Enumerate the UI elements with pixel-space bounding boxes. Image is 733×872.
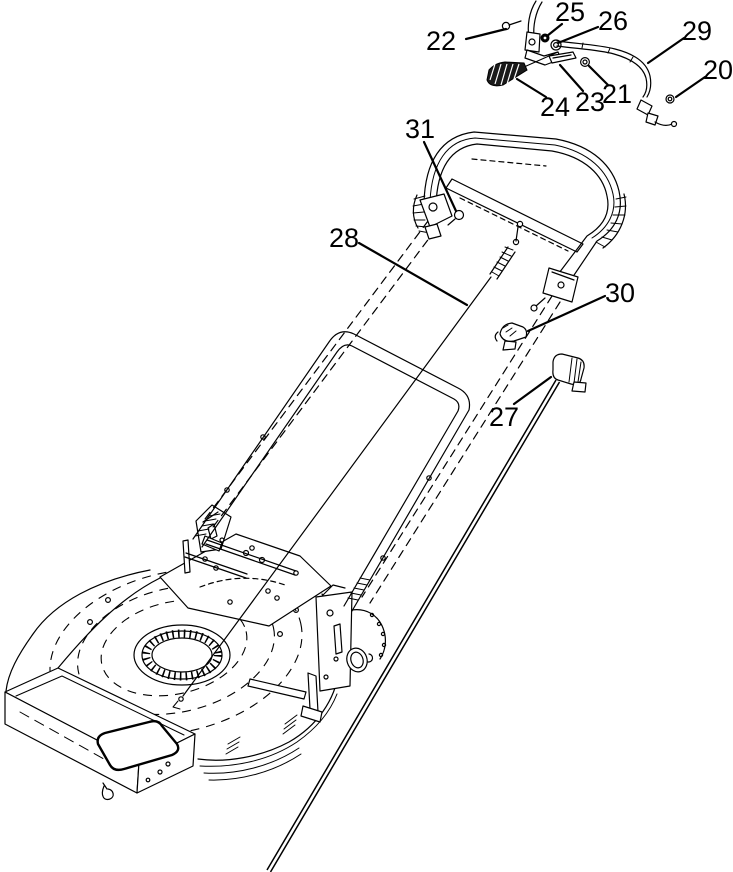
callout-25-label: 25 — [555, 0, 585, 27]
cable-clamp-30 — [494, 322, 528, 351]
grip-left — [412, 194, 419, 229]
throttle-control-detail — [486, 0, 678, 128]
brace-rod-1 — [205, 539, 297, 576]
callouts: 20 21 22 23 24 25 26 27 — [329, 0, 733, 432]
callout-31-leader — [422, 140, 458, 213]
callout-20: 20 — [674, 55, 733, 99]
lower-handle — [192, 331, 471, 612]
vent-slots-left — [225, 736, 241, 755]
sleeve-left — [194, 513, 221, 537]
cable-clamp-27 — [552, 353, 587, 393]
cable-28 — [172, 220, 524, 710]
height-adjust-slot — [333, 623, 343, 655]
callout-27-leader — [512, 375, 553, 406]
callout-31-label: 31 — [405, 114, 435, 144]
callout-25: 25 — [545, 0, 585, 38]
callout-23-label: 23 — [575, 87, 605, 117]
handle-mount-right — [530, 267, 579, 312]
upper-handle — [412, 131, 627, 312]
deck-side-plate — [247, 584, 387, 723]
lower-brace — [247, 678, 307, 700]
callout-31: 31 — [405, 114, 458, 213]
front-bumper — [4, 667, 196, 801]
callout-27-label: 27 — [489, 402, 519, 432]
callout-26: 26 — [556, 6, 628, 45]
callout-21-label: 21 — [602, 79, 632, 109]
vent-slots-right — [282, 714, 298, 735]
callout-27: 27 — [489, 375, 553, 432]
callout-30-label: 30 — [605, 278, 635, 308]
callout-24-label: 24 — [540, 92, 570, 122]
callout-21-leader — [587, 64, 610, 87]
callout-24-leader — [515, 77, 548, 99]
deck-top-plate — [159, 533, 332, 627]
callout-26-leader — [556, 25, 600, 45]
callout-22-leader — [464, 27, 508, 41]
callout-24: 24 — [515, 77, 570, 122]
hub-hatch-ring — [142, 629, 222, 681]
callout-30: 30 — [526, 278, 635, 333]
cable-27 — [266, 379, 561, 872]
flange-nut-26 — [550, 39, 562, 51]
bolt-31 — [447, 209, 465, 226]
throttle-cable-29 — [556, 40, 678, 128]
c-clip — [367, 653, 374, 663]
nut-21 — [579, 56, 590, 67]
callout-28-label: 28 — [329, 223, 359, 253]
callout-20-leader — [674, 75, 707, 99]
callout-29-leader — [646, 36, 686, 65]
callout-29-label: 29 — [682, 16, 712, 46]
nut-20 — [665, 94, 675, 104]
callout-26-label: 26 — [598, 6, 628, 36]
bracket-23 — [548, 51, 577, 64]
deck-hub — [133, 624, 231, 686]
ghost-tubes — [204, 220, 561, 604]
callout-25-leader — [545, 22, 564, 38]
callout-28: 28 — [329, 223, 469, 307]
callout-20-label: 20 — [703, 55, 733, 85]
callout-28-leader — [357, 241, 469, 307]
deck-dashed-contours — [49, 568, 303, 736]
toothed-sector — [351, 609, 386, 660]
brace-rod-2 — [184, 552, 248, 579]
handle-mount-left — [419, 193, 453, 240]
sleeve-right — [347, 577, 371, 601]
callout-21: 21 — [587, 64, 632, 109]
callout-30-leader — [526, 294, 607, 333]
callout-22: 22 — [426, 26, 508, 56]
callout-23-leader — [558, 63, 585, 93]
callout-22-label: 22 — [426, 26, 456, 56]
callout-23: 23 — [558, 63, 605, 117]
step-pad — [96, 719, 180, 772]
handle-crossbar — [445, 178, 584, 253]
mower-deck — [4, 504, 387, 801]
spring — [489, 246, 516, 280]
cable-hook — [101, 782, 114, 801]
callout-29: 29 — [646, 16, 712, 65]
throttle-lever-24 — [486, 61, 528, 87]
